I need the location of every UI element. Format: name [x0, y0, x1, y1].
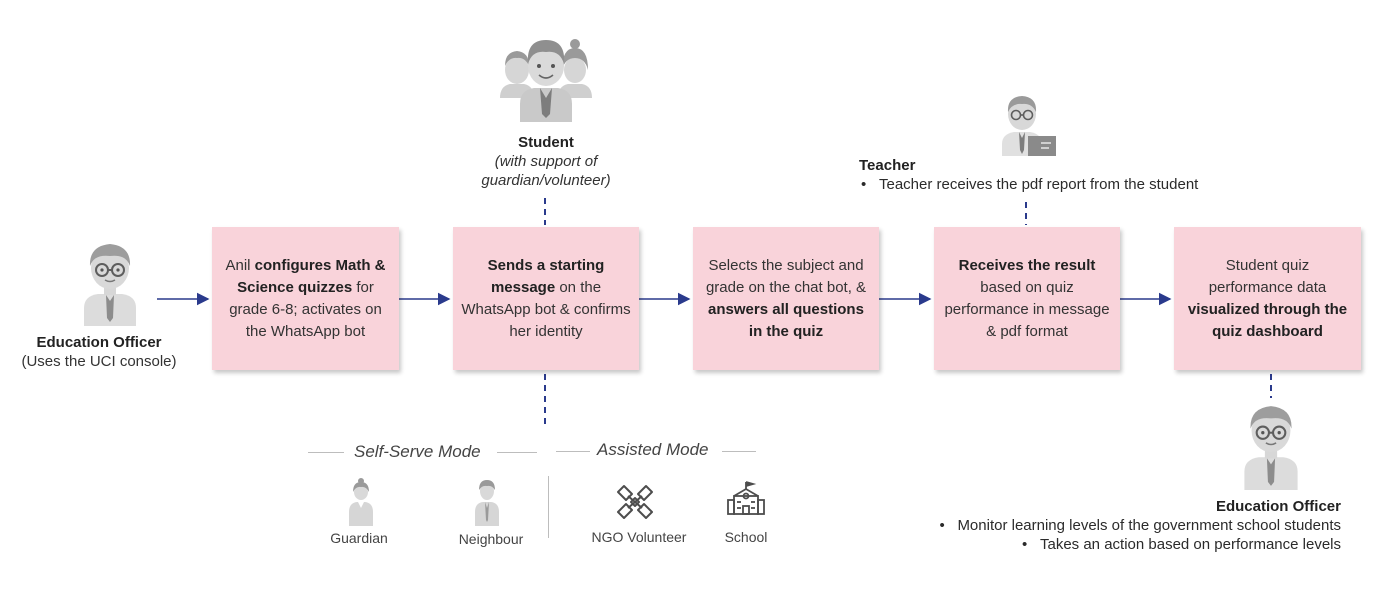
- right-officer-bullet-2: Takes an action based on performance lev…: [1020, 535, 1341, 554]
- guardian-label: Guardian: [330, 530, 388, 546]
- step-text-answer-quiz: Selects the subject and grade on the cha…: [701, 255, 871, 343]
- step-text-configure: Anil configures Math & Science quizzes f…: [220, 255, 391, 343]
- step-box-start-message: Sends a starting message on the WhatsApp…: [453, 227, 639, 370]
- mode-divider: [548, 476, 549, 538]
- right-officer-block: Education Officer Monitor learning level…: [937, 497, 1341, 554]
- step-bold-text-0: Receives the result: [958, 256, 1096, 274]
- step-text-0: Anil: [225, 256, 255, 274]
- step-text-2: for grade 6-8; activates on the WhatsApp…: [229, 278, 382, 340]
- step-text-dashboard: Student quiz performance data visualized…: [1182, 255, 1353, 343]
- ngo-volunteer-label: NGO Volunteer: [591, 529, 687, 545]
- teacher-bullet: Teacher receives the pdf report from the…: [859, 175, 1198, 194]
- handshake-icon: [617, 485, 653, 519]
- student-name: Student: [518, 134, 574, 151]
- step-bold-text-1: answers all questions in the quiz: [708, 300, 864, 340]
- student-note-2: guardian/volunteer): [481, 172, 611, 189]
- step-text-start-message: Sends a starting message on the WhatsApp…: [461, 255, 631, 343]
- neighbour-label: Neighbour: [458, 531, 524, 547]
- self-serve-rule-left: [308, 452, 344, 453]
- step-text-receive-result: Receives the result based on quiz perfor…: [942, 255, 1112, 343]
- step-box-configure: Anil configures Math & Science quizzes f…: [212, 227, 399, 370]
- student-label: Student (with support of guardian/volunt…: [448, 133, 644, 190]
- left-officer-label: Education Officer (Uses the UCI console): [10, 333, 188, 371]
- step-text-0: Selects the subject and grade on the cha…: [705, 256, 867, 296]
- teacher-block: Teacher Teacher receives the pdf report …: [859, 156, 1198, 194]
- school-icon: [727, 481, 765, 515]
- step-box-dashboard: Student quiz performance data visualized…: [1174, 227, 1361, 370]
- student-note-1: (with support of: [494, 153, 598, 170]
- guardian-icon: [349, 478, 373, 526]
- officer-avatar-icon: [84, 244, 136, 326]
- officer-avatar-icon-right: [1244, 406, 1298, 490]
- neighbour-icon: [475, 480, 499, 526]
- assisted-rule-left: [556, 451, 590, 452]
- left-officer-name: Education Officer: [36, 334, 162, 351]
- self-serve-title: Self-Serve Mode: [354, 442, 481, 461]
- step-text-0: Student quiz performance data: [1208, 256, 1327, 296]
- right-officer-bullets: Monitor learning levels of the governmen…: [937, 516, 1341, 535]
- left-officer-note: (Uses the UCI console): [21, 353, 177, 370]
- self-serve-rule-right: [497, 452, 537, 453]
- step-text-1: based on quiz performance in message & p…: [944, 278, 1110, 340]
- school-label: School: [724, 529, 768, 545]
- step-bold-text-0: Sends a starting message: [487, 256, 605, 296]
- teacher-icon: [1002, 96, 1056, 156]
- teacher-bullets: Teacher receives the pdf report from the…: [859, 175, 1198, 194]
- step-box-answer-quiz: Selects the subject and grade on the cha…: [693, 227, 879, 370]
- step-box-receive-result: Receives the result based on quiz perfor…: [934, 227, 1120, 370]
- teacher-name: Teacher: [859, 157, 916, 174]
- step-text-1: on the WhatsApp bot & confirms her ident…: [461, 278, 631, 340]
- student-group-icon: [500, 39, 592, 122]
- assisted-rule-right: [722, 451, 756, 452]
- right-officer-bullet-1: Monitor learning levels of the governmen…: [937, 516, 1341, 535]
- step-bold-text-1: configures Math & Science quizzes: [237, 256, 386, 296]
- right-officer-name: Education Officer: [1215, 498, 1341, 515]
- step-bold-text-1: visualized through the quiz dashboard: [1187, 300, 1348, 340]
- assisted-title: Assisted Mode: [597, 440, 709, 459]
